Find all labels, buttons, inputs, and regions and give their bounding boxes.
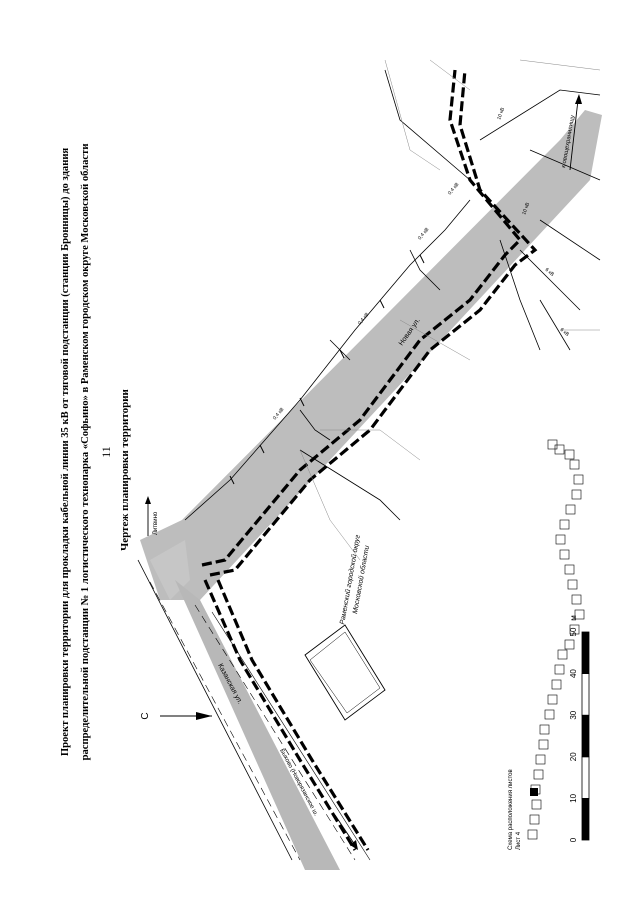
sheet-box [574,609,585,620]
drawing-title: Чертеж планировки территории [119,388,131,550]
sheet-box [559,549,570,560]
line-label: 6 кВ [544,267,556,278]
sheet-box [571,594,582,605]
sheet-box [564,564,575,575]
sheet-box [529,814,540,825]
scale-bar: 0 10 20 30 40 50 м [569,615,590,842]
scale-bar-tick: 30 [569,710,578,719]
line-label: 0,4 кВ [447,181,461,196]
power-line-labels: 0,4 кВ 0,4 кВ 0,4 кВ 0,4 кВ 6 кВ 6 кВ 10… [272,106,571,421]
direction-arrow-litvino: Литвино [145,496,159,536]
scale-bar-segment [581,714,590,758]
scale-bar-tick: 50 [569,627,578,636]
line-label: 10 кВ [496,106,506,120]
sheet-box [567,579,578,590]
sheet-box [533,769,544,780]
sheet-box [551,679,562,690]
document-title: Проект планировки территории для проклад… [60,144,91,761]
sheet-box [527,829,538,840]
sheet-box [535,754,546,765]
direction-label: Литвино [153,511,159,535]
sheet-box [547,439,558,450]
sheet-box [539,724,550,735]
sheet-box [564,449,575,460]
building-outline [304,624,386,721]
sheet-layout-title: Схема расположения листов [508,769,514,850]
title-line-2: распределительной подстанции № 1 логисти… [80,144,91,761]
sheet-box [538,739,549,750]
sheet-box [547,694,558,705]
sheet-box [554,444,565,455]
scale-bar-tick: 20 [569,752,578,761]
north-arrow: С [140,712,212,720]
line-label: 0,4 кВ [417,226,431,241]
cable-route [201,69,538,851]
sheet-layout-current: Лист 4 [516,831,522,850]
district-label: Раменский городской округ Московской обл… [338,534,371,625]
sheet-box [569,624,580,635]
line-label: 6 кВ [559,327,571,338]
scale-bar-segment [581,798,590,841]
title-line-1: Проект планировки территории для проклад… [60,148,71,757]
power-lines [184,69,601,521]
highway-lines [137,559,371,861]
sheet-box [531,799,542,810]
power-line-ticks [229,254,425,485]
sheet-box [559,519,570,530]
sheet-box [569,459,580,470]
scale-bar-unit: м [569,615,578,621]
sheet-box [554,664,565,675]
scale-bar-segment [581,756,590,799]
sheet-box [565,504,576,515]
sheet-box [573,474,584,485]
scale-bar-tick: 40 [569,669,578,678]
sheet-box [544,709,555,720]
sheet-layout-schema [527,439,585,840]
sheet-box [555,534,566,545]
direction-arrow-bykovo [334,814,358,850]
current-sheet-marker [530,788,538,796]
road-area [140,110,602,870]
parcel-boundaries [299,59,601,561]
sheet-box [571,489,582,500]
scale-bar-tick: 0 [569,837,578,842]
sheet-box [564,639,575,650]
scale-bar-tick: 10 [569,793,578,802]
north-arrow-label: С [140,712,151,719]
scale-bar-segment [581,631,590,674]
line-label: 10 кВ [521,201,531,215]
scale-bar-segment [581,673,590,716]
page-number: 11 [99,446,113,458]
sheet-box [557,649,568,660]
